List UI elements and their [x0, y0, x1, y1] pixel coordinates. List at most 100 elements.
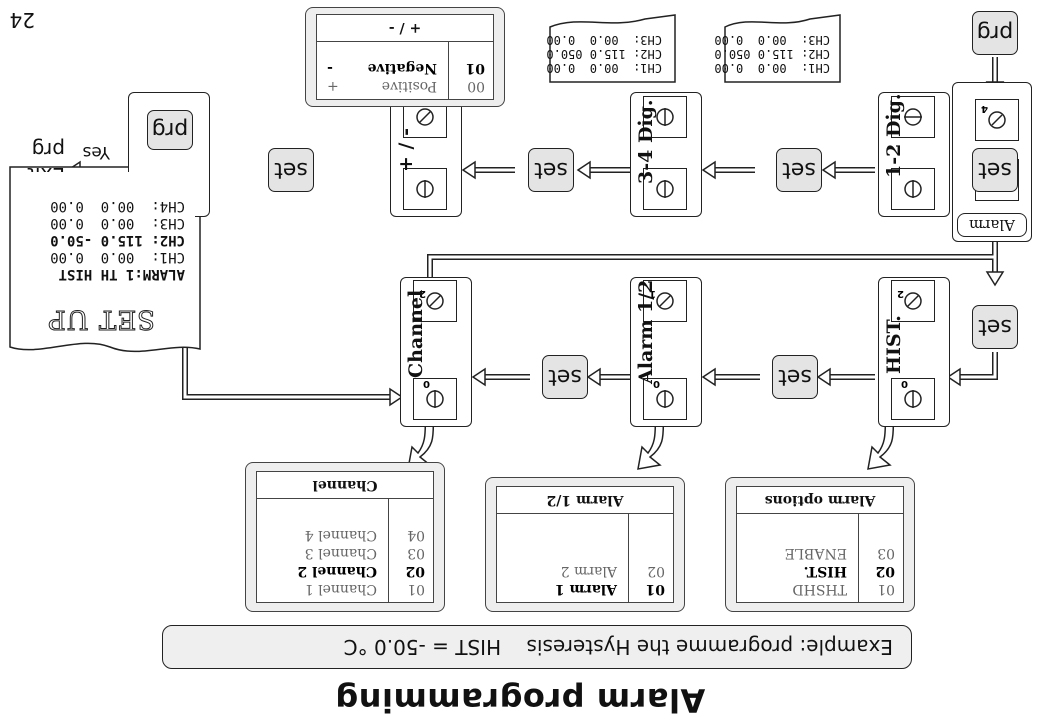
- snippet-line: CH1: 00.0 0.00: [546, 61, 662, 75]
- stage-dig34: 3-4 Dig.: [630, 92, 702, 217]
- option-symbol: +: [327, 78, 339, 94]
- option-row: 03 Channel 3: [257, 544, 433, 562]
- option-code: 03: [407, 545, 425, 561]
- sign-title: + / -: [317, 15, 493, 42]
- option-text: Channel 4: [304, 527, 377, 543]
- stage-channel: 0 2 Channel: [400, 277, 472, 427]
- printout-line: ALARM:1 TH HIST: [58, 266, 185, 282]
- option-code: 01: [465, 60, 485, 76]
- knob-0-icon[interactable]: [643, 96, 687, 138]
- example-banner: Example: programme the Hysteresis HIST =…: [162, 625, 912, 669]
- option-row: 02 Channel 2: [257, 562, 433, 580]
- option-code: 00: [467, 78, 485, 94]
- option-symbol: -: [327, 60, 333, 76]
- snippet-line: CH2: 115.0 050.0: [546, 47, 662, 61]
- stage-dig12-label: 1-2 Dig.: [883, 93, 905, 178]
- sign-box: 00 Positive +01 Negative - + / -: [305, 7, 505, 107]
- svg-text:0: 0: [653, 379, 660, 389]
- alarm-options-title: Alarm options: [737, 487, 903, 514]
- knob-0-icon[interactable]: 0: [413, 378, 457, 420]
- set-button-entry[interactable]: set: [972, 305, 1018, 349]
- set-button-top[interactable]: set: [972, 148, 1018, 192]
- option-code: 01: [877, 581, 895, 597]
- option-row: 00 Positive +: [317, 77, 493, 95]
- key-prg-button[interactable]: prg: [147, 110, 193, 150]
- option-text: Channel 3: [304, 545, 377, 561]
- option-row: 03 ENABLE: [737, 544, 903, 562]
- option-row: 01 Negative -: [317, 59, 493, 77]
- option-code: 02: [875, 563, 895, 579]
- page-number: 24: [9, 8, 35, 32]
- set-button-2[interactable]: set: [542, 355, 588, 399]
- stage-sign-label: + / -: [395, 128, 417, 172]
- set-button-5[interactable]: set: [268, 148, 314, 192]
- stage-dig34-label: 3-4 Dig.: [635, 99, 657, 184]
- svg-text:4: 4: [981, 103, 988, 114]
- stage-dig12: 1-2 Dig.: [878, 92, 950, 217]
- option-text: Negative: [367, 60, 437, 76]
- printout-line: CH1: 00.0 0.00: [50, 249, 185, 265]
- option-text: Channel 1: [304, 581, 377, 597]
- option-code: 02: [647, 563, 665, 579]
- set-button-3[interactable]: set: [776, 148, 822, 192]
- option-row: 02 HIST.: [737, 562, 903, 580]
- alarm12-title: Alarm 1/2: [497, 487, 673, 514]
- snippet-line: CH1: 00.0 0.00: [714, 61, 830, 75]
- svg-text:2: 2: [897, 288, 904, 299]
- option-code: 03: [877, 545, 895, 561]
- svg-text:2: 2: [419, 288, 426, 299]
- knob-0-icon[interactable]: [891, 168, 935, 210]
- knob-1-icon[interactable]: 1: [643, 280, 687, 322]
- svg-text:0: 0: [423, 379, 430, 389]
- snippet-line: CH2: 115.0 050.0: [714, 47, 830, 61]
- svg-text:1: 1: [649, 288, 656, 299]
- page-title: Alarm programming: [334, 681, 706, 719]
- printout-line: CH4: 00.0 0.00: [50, 198, 185, 214]
- knob-0-icon[interactable]: [403, 168, 447, 210]
- option-code: 02: [405, 563, 425, 579]
- option-text: Channel 2: [297, 563, 377, 579]
- option-code: 01: [645, 581, 665, 597]
- set-button-1[interactable]: set: [772, 355, 818, 399]
- knob-2-icon[interactable]: 2: [413, 280, 457, 322]
- set-button-4[interactable]: set: [528, 148, 574, 192]
- stage-hist: 0 2 HIST.: [878, 277, 950, 427]
- printout-title: SET UP: [47, 304, 156, 335]
- stage-sign: + / -: [390, 92, 462, 217]
- knob-0-icon[interactable]: [891, 96, 935, 138]
- stage-channel-label: Channel: [405, 289, 427, 378]
- option-text: HIST.: [803, 563, 847, 579]
- snippet-line: CH3: 00.0 0.00: [714, 33, 830, 47]
- exit-prg-label: prg: [31, 138, 65, 162]
- knob-0-icon[interactable]: 0: [643, 378, 687, 420]
- printout-line: CH3: 00.0 0.00: [50, 215, 185, 231]
- knob-1-icon[interactable]: [403, 96, 447, 138]
- option-text: ENABLE: [784, 545, 847, 561]
- option-row: 04 Channel 4: [257, 526, 433, 544]
- knob-0-icon[interactable]: 0: [891, 378, 935, 420]
- prg-button[interactable]: prg: [972, 11, 1018, 55]
- stage-hist-label: HIST.: [883, 315, 905, 374]
- stage-alarm-label: Alarm 1/2: [635, 279, 657, 384]
- printout-line: CH2: 115.0 -50.0: [50, 232, 185, 248]
- knob-0-icon[interactable]: [643, 168, 687, 210]
- snippet-line: CH3: 00.0 0.00: [546, 33, 662, 47]
- knob-2-icon[interactable]: 2: [891, 280, 935, 322]
- option-text: Positive: [381, 78, 437, 94]
- knob-4-icon[interactable]: 4: [975, 99, 1019, 141]
- option-code: 04: [407, 527, 425, 543]
